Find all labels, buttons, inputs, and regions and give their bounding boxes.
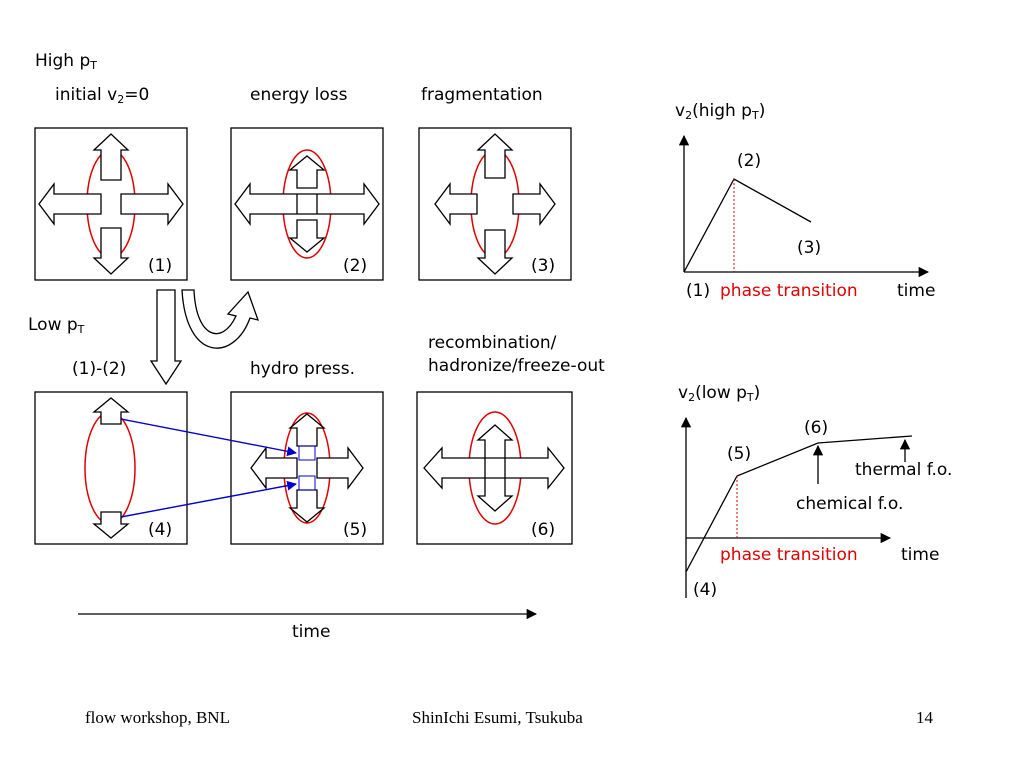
panel-5-cross-arrow bbox=[250, 413, 364, 523]
panel-1 bbox=[34, 127, 188, 281]
graph-high-point-1: (1) bbox=[686, 281, 711, 301]
panel-6 bbox=[416, 391, 573, 545]
panel-3-cross-arrow bbox=[434, 133, 556, 275]
graph-high-point-3: (3) bbox=[797, 238, 822, 258]
graph-low-point-6: (6) bbox=[804, 418, 829, 438]
transition-down-arrow bbox=[149, 289, 183, 386]
initial-v2-label: initial v2=0 bbox=[55, 85, 150, 106]
footer-center: ShinIchi Esumi, Tsukuba bbox=[412, 708, 583, 727]
panel-4-ellipse bbox=[84, 411, 136, 525]
graph-low-title: v2(low pT) bbox=[678, 383, 761, 404]
panel-3-label: (3) bbox=[531, 256, 556, 276]
high-pt-label: High pT bbox=[35, 51, 98, 72]
footer-left: flow workshop, BNL bbox=[85, 708, 230, 727]
panel-2-cross-arrow bbox=[234, 155, 380, 253]
graph-low-phase-transition: phase transition bbox=[720, 545, 858, 565]
panel-5-inner-box-bottom bbox=[298, 475, 316, 491]
time-axis-label: time bbox=[292, 622, 331, 642]
graph-high-point-2: (2) bbox=[737, 151, 762, 171]
chemical-fo-label: chemical f.o. bbox=[796, 494, 904, 514]
thermal-fo-label: thermal f.o. bbox=[855, 460, 953, 480]
link-arrow-bottom bbox=[120, 480, 297, 518]
panel-4-arrow-up bbox=[92, 397, 130, 425]
panel-4-arrow-down bbox=[92, 511, 130, 539]
panel-5 bbox=[230, 391, 384, 545]
graph-high-phase-transition: phase transition bbox=[720, 281, 858, 301]
graph-low-time-label: time bbox=[901, 545, 940, 565]
transition-curved-arrow bbox=[181, 289, 260, 349]
link-arrow-top bbox=[120, 418, 297, 457]
graph-high-time-label: time bbox=[897, 281, 936, 301]
panel-6-cross-arrow bbox=[423, 424, 565, 512]
panel-3 bbox=[418, 127, 572, 281]
panel-1-label: (1) bbox=[148, 256, 173, 276]
panel-4 bbox=[34, 391, 188, 545]
graph-low-point-5: (5) bbox=[727, 444, 752, 464]
low-pt-label: Low pT bbox=[28, 315, 85, 336]
footer-page-number: 14 bbox=[916, 708, 933, 727]
panel-1-cross-arrow bbox=[38, 133, 184, 275]
graph-low-pt bbox=[680, 416, 913, 598]
hydro-press-label: hydro press. bbox=[250, 359, 356, 379]
energy-loss-label: energy loss bbox=[250, 85, 348, 105]
panel-5-label: (5) bbox=[343, 520, 368, 540]
fragmentation-label: fragmentation bbox=[421, 85, 543, 105]
panel-2 bbox=[230, 127, 384, 281]
graph-high-pt bbox=[678, 134, 930, 278]
graph-high-title: v2(high pT) bbox=[675, 101, 766, 122]
range-1-2-label: (1)-(2) bbox=[72, 359, 127, 379]
recombination-label-line2: hadronize/freeze-out bbox=[428, 356, 605, 376]
graph-high-curve bbox=[683, 178, 812, 273]
graph-low-curve bbox=[685, 435, 913, 573]
panel-2-label: (2) bbox=[343, 256, 368, 276]
panel-5-inner-box-top bbox=[298, 445, 316, 461]
recombination-label-line1: recombination/ bbox=[428, 333, 557, 353]
graph-low-point-4: (4) bbox=[693, 580, 718, 600]
panel-6-label: (6) bbox=[531, 520, 556, 540]
panel-4-label: (4) bbox=[148, 520, 173, 540]
